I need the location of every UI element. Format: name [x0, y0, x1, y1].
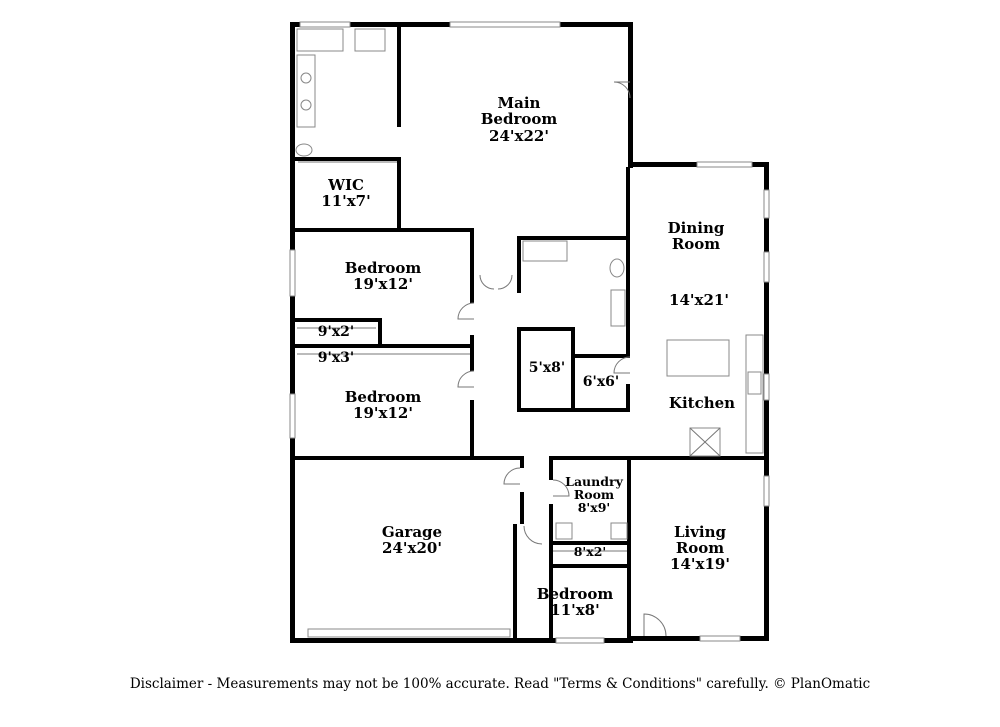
- bathtub-icon: [296, 28, 344, 52]
- kitchen-label: Kitchen: [669, 394, 735, 412]
- dining-room-dims: 14'x21': [669, 291, 729, 309]
- sink-icon: [300, 99, 312, 111]
- wic-dims: 11'x7': [321, 192, 370, 210]
- dryer-icon: [610, 522, 628, 540]
- door-icon: [523, 525, 543, 545]
- main-bedroom-label: Main: [498, 94, 541, 112]
- garage-dims: 24'x20': [382, 539, 442, 557]
- vanity-icon: [296, 54, 316, 128]
- bedroom-lower-dims: 19'x12': [353, 404, 413, 422]
- laundry-room-dims: 8'x9': [578, 500, 611, 515]
- living-room-label: Living: [674, 523, 727, 541]
- doors: [457, 81, 667, 637]
- sink-icon: [300, 72, 312, 84]
- door-icon: [457, 302, 475, 320]
- laundry-room-label: Room: [574, 487, 614, 502]
- bedroom-small-dims: 11'x8': [550, 601, 599, 619]
- dining-room-label: Dining: [668, 219, 725, 237]
- kitchen-island: [666, 339, 730, 377]
- windows: [289, 21, 770, 644]
- living-room-label: Room: [676, 539, 724, 557]
- laundry-room-label: Laundry: [565, 474, 623, 489]
- sink-icon: [747, 371, 762, 395]
- main-bedroom-label: Bedroom: [481, 110, 558, 128]
- room-labels: Main Bedroom 24'x22' WIC 11'x7' Bedroom …: [318, 94, 735, 619]
- wic-label: WIC: [327, 176, 364, 194]
- bedroom-upper-label: Bedroom: [345, 259, 422, 277]
- interior-walls: [294, 27, 767, 641]
- door-icon: [613, 81, 631, 99]
- disclaimer-text: Disclaimer - Measurements may not be 100…: [129, 676, 871, 692]
- washer-icon: [555, 522, 573, 540]
- shower-icon: [354, 28, 386, 52]
- living-room-dims: 14'x19': [670, 555, 730, 573]
- dining-room-label: Room: [672, 235, 720, 253]
- main-bedroom-dims: 24'x22': [489, 127, 549, 145]
- garage-label: Garage: [382, 523, 442, 541]
- door-icon: [552, 479, 570, 497]
- door-icon: [457, 370, 475, 388]
- bedroom-upper-dims: 19'x12': [353, 275, 413, 293]
- fixtures: [295, 28, 764, 552]
- closet-a-dims: 9'x2': [318, 324, 354, 340]
- bedroom-small-label: Bedroom: [537, 585, 614, 603]
- closet-b-dims: 9'x3': [318, 350, 354, 366]
- entry-door-icon: [643, 613, 667, 637]
- double-door-icon: [479, 274, 513, 290]
- toilet-icon: [295, 143, 313, 157]
- closet-c-dims: 8'x2': [574, 544, 607, 559]
- bath-b-dims: 6'x6': [583, 374, 619, 390]
- door-icon: [613, 356, 631, 374]
- bedroom-lower-label: Bedroom: [345, 388, 422, 406]
- bathtub-icon: [522, 240, 568, 262]
- toilet-icon: [609, 258, 625, 278]
- bath-a-dims: 5'x8': [529, 360, 565, 376]
- vanity-icon: [610, 289, 626, 327]
- door-icon: [503, 467, 521, 485]
